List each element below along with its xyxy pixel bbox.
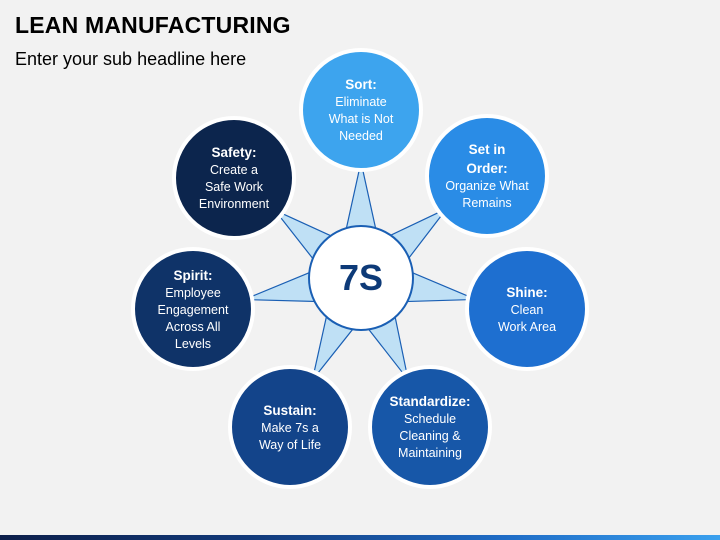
page-title: LEAN MANUFACTURING bbox=[15, 12, 291, 38]
item-circle-2 bbox=[425, 114, 549, 238]
item-6: Spirit: Employee Engagement Across All Le… bbox=[138, 254, 248, 364]
item-title: Standardize: bbox=[389, 394, 471, 409]
spoke-3 bbox=[404, 271, 477, 303]
item-5: Sustain: Make 7s a Way of Life bbox=[235, 372, 345, 482]
item-circle-3 bbox=[465, 247, 589, 371]
item-title: Spirit: bbox=[173, 267, 213, 283]
item-3: Shine: Clean Work Area bbox=[472, 254, 582, 364]
item-4: Standardize: Schedule Cleaning & Maintain… bbox=[375, 372, 485, 482]
item-description: Organize What Remains bbox=[445, 179, 529, 210]
item-description: Employee Engagement Across All Levels bbox=[157, 285, 229, 351]
item-title: Sustain: bbox=[263, 402, 317, 418]
item-circle-1 bbox=[299, 48, 423, 172]
item-description: Schedule Cleaning & Maintaining bbox=[398, 412, 462, 460]
center-label: 7S bbox=[338, 257, 384, 298]
item-2: Set in Order:Organize What Remains bbox=[432, 121, 542, 231]
item-description: Make 7s a Way of Life bbox=[258, 420, 322, 452]
spoke-1 bbox=[345, 161, 377, 231]
item-1: Sort: Eliminate What is Not Needed bbox=[306, 55, 416, 165]
item-description: Eliminate What is Not Needed bbox=[328, 95, 394, 143]
page-subtitle: Enter your sub headline here bbox=[15, 49, 247, 69]
item-circle-5 bbox=[228, 365, 352, 489]
item-title: Sort: bbox=[345, 77, 377, 92]
item-7: Safety: Create a Safe Work Environment bbox=[179, 123, 289, 233]
spoke-6 bbox=[243, 271, 318, 303]
item-title: Set in Order: bbox=[466, 142, 508, 176]
center-circle bbox=[308, 225, 414, 331]
item-title: Safety: bbox=[211, 145, 257, 160]
item-circle-4 bbox=[368, 365, 492, 489]
item-description: Create a Safe Work Environment bbox=[198, 163, 270, 211]
item-description: Clean Work Area bbox=[497, 302, 557, 334]
item-circle-7 bbox=[172, 116, 296, 240]
bottom-accent-bar bbox=[0, 535, 720, 540]
item-circle-6 bbox=[131, 247, 255, 371]
item-title: Shine: bbox=[506, 284, 548, 300]
